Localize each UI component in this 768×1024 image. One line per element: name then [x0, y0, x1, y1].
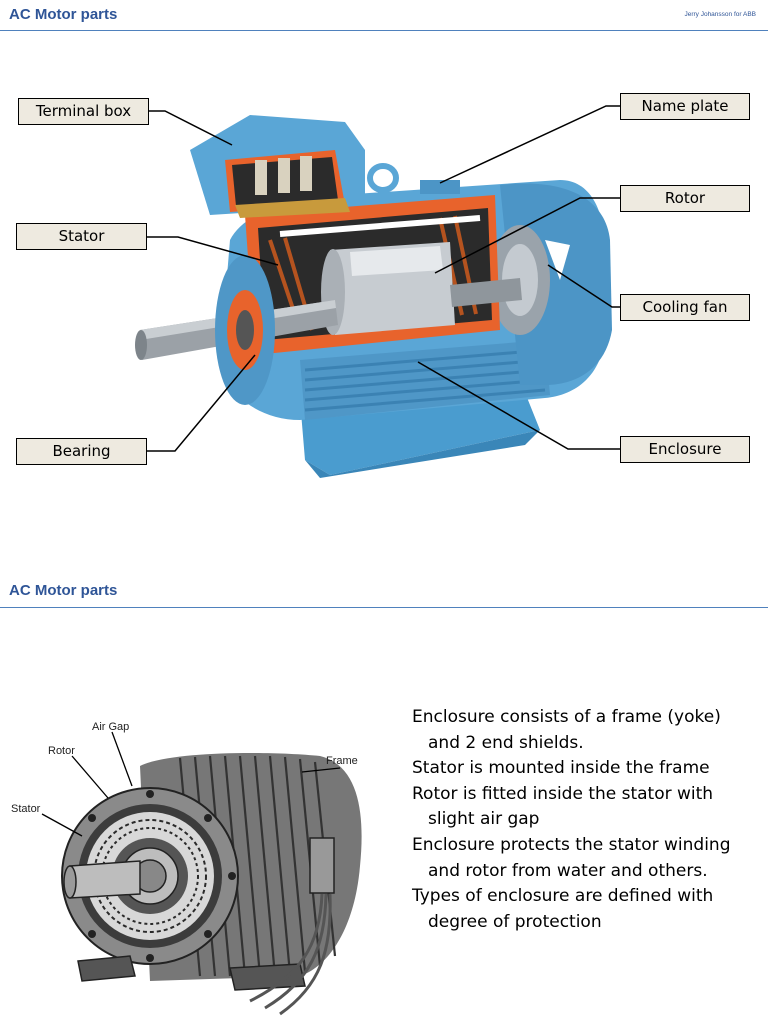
bullet-item: Enclosure consists of a frame (yoke)and …: [412, 707, 721, 753]
motor-cross-section-illustration: Air Gap Rotor Stator Frame: [11, 721, 362, 1016]
name-plate-label: Name plate: [620, 93, 750, 120]
leader-lines: [147, 105, 620, 452]
slide-1: AC Motor parts Jerry Johansson for ABB: [0, 6, 768, 478]
bullet-list: Enclosure consists of a frame (yoke)and …: [412, 705, 762, 935]
bearing-label: Bearing: [16, 438, 147, 465]
slide-title: AC Motor parts: [9, 582, 118, 599]
end-shield: [215, 255, 275, 405]
enclosure-label: Enclosure: [620, 436, 750, 463]
terminal-box: [190, 115, 365, 218]
author-credit: Jerry Johansson for ABB: [684, 11, 756, 18]
end-face: [61, 787, 239, 965]
lifting-eye-bolt: [367, 163, 399, 200]
motor-feet: [77, 955, 306, 991]
rotor-label: Rotor: [48, 745, 75, 757]
title-divider: [0, 30, 768, 31]
label-leader-lines: [41, 731, 341, 837]
name-plate-tag: [420, 180, 460, 194]
shaft: [63, 860, 141, 899]
cooling-fan-label: Cooling fan: [620, 294, 750, 321]
air-gap-label: Air Gap: [92, 721, 129, 733]
title-divider: [0, 607, 768, 608]
terminal-box-label: Terminal box: [18, 98, 149, 125]
stator-label: Stator: [11, 803, 41, 815]
cables: [249, 893, 332, 1016]
slide-2: AC Motor parts: [0, 576, 768, 1024]
bullet-item: Stator is mounted inside the frame: [412, 758, 710, 779]
terminal-box: [309, 837, 335, 894]
motor-cutaway-illustration: [135, 105, 620, 478]
rotor-core: [321, 242, 455, 335]
rotor-label: Rotor: [620, 185, 750, 212]
frame-label: Frame: [326, 755, 358, 767]
slide-title: AC Motor parts: [9, 6, 118, 23]
stator-label: Stator: [16, 223, 147, 250]
